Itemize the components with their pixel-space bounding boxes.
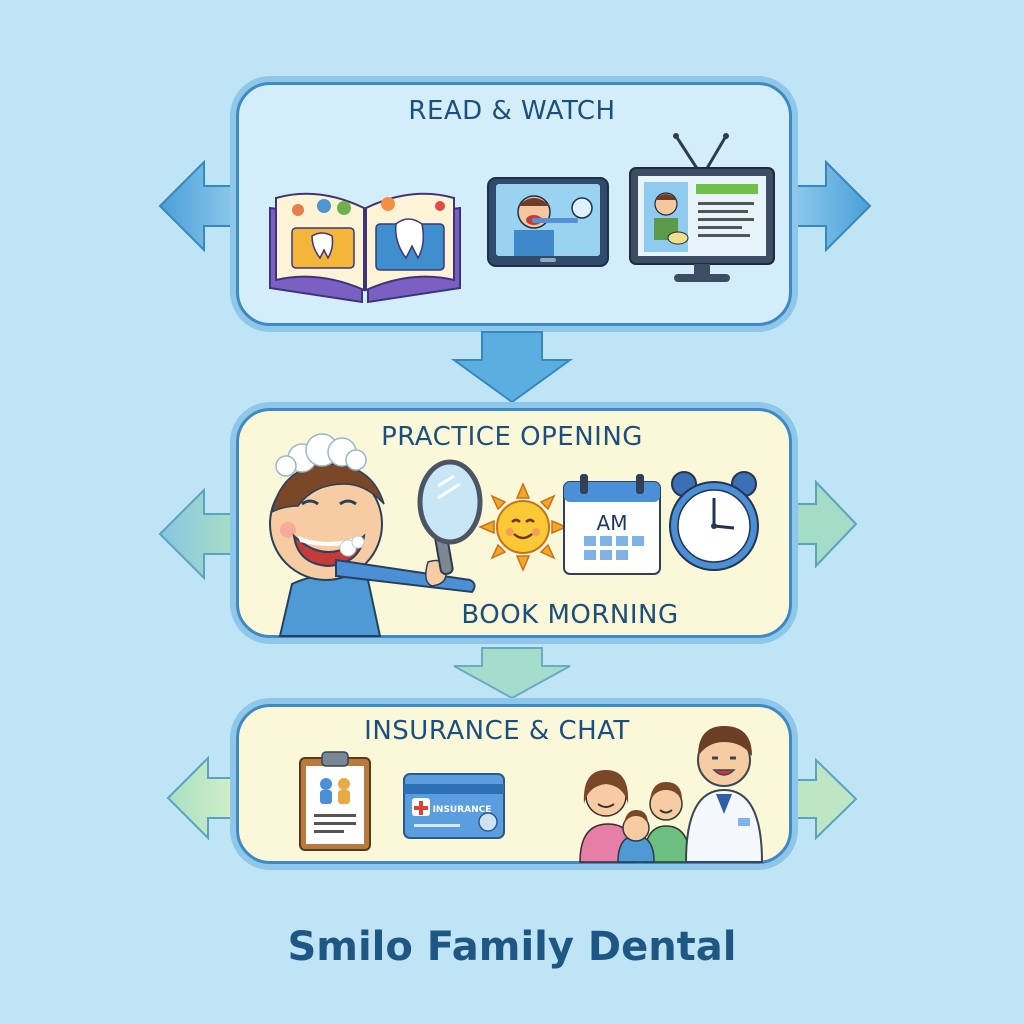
arrow-right-icon — [787, 479, 858, 569]
clipboard-icon — [299, 751, 371, 851]
arrow-right-icon — [793, 159, 872, 253]
calendar-am-label: AM — [597, 511, 628, 535]
clock-icon — [669, 471, 759, 571]
step-practice-opening-title: PRACTICE OPENING — [381, 422, 643, 452]
insurance-card-icon: INSURANCE — [403, 773, 505, 839]
arrow-left-icon — [158, 487, 237, 581]
family-icon — [579, 770, 691, 863]
insurance-card-label: INSURANCE — [433, 805, 492, 815]
hand-mirror-icon — [417, 459, 483, 575]
dentist-icon — [684, 726, 764, 863]
step-insurance-chat-title: INSURANCE & CHAT — [364, 716, 630, 746]
book-morning-label: BOOK MORNING — [461, 600, 679, 630]
sun-icon — [478, 482, 568, 572]
child-brushing-icon — [269, 433, 476, 637]
calendar-icon: AM — [563, 474, 661, 575]
brand-name: Smilo Family Dental — [287, 924, 737, 970]
arrow-left-icon — [166, 755, 241, 841]
step-read-watch-title: READ & WATCH — [408, 96, 616, 126]
arrow-down-icon — [450, 331, 574, 404]
tv-monitor-icon — [629, 133, 775, 282]
tablet-video-icon — [487, 177, 609, 267]
arrow-right-icon — [787, 757, 858, 841]
open-book-icon — [269, 192, 461, 304]
arrow-down-icon — [453, 647, 571, 700]
arrow-left-icon — [158, 159, 237, 253]
